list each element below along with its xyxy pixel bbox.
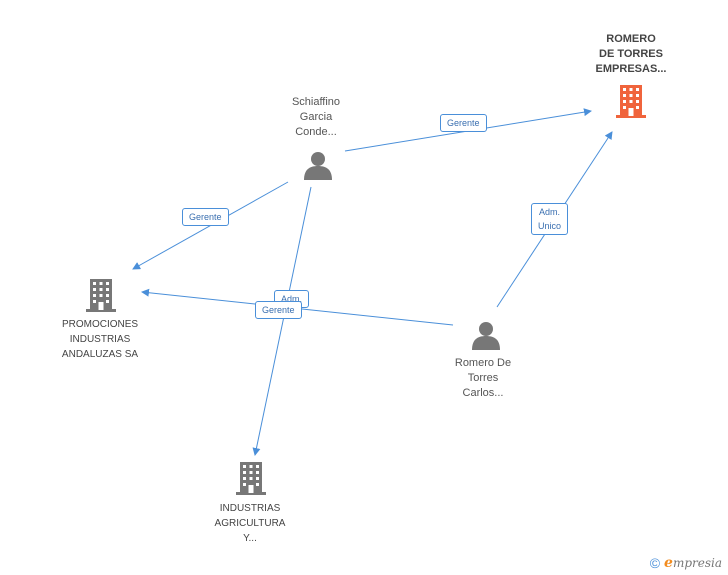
building-icon-promociones[interactable] [86,279,116,312]
edge-label-adm-unico-romero-empresas: Adm. Unico [531,203,569,235]
copyright-icon: © [649,555,661,571]
edge-label-gerente-romero-empresas: Gerente [440,114,487,132]
node-label-promociones[interactable]: PROMOCIONES INDUSTRIAS ANDALUZAS SA [61,319,139,360]
node-label-industrias[interactable]: INDUSTRIAS AGRICULTURA Y... [214,503,286,544]
node-label-romero-empresas[interactable]: ROMERO DE TORRES EMPRESAS... [595,33,667,75]
person-icon-schiaffino[interactable] [304,152,332,180]
building-icon-romero-empresas[interactable] [616,85,646,118]
edge-schiaffino-to-industrias [252,186,312,456]
edge-label-gerente-industrias: Gerente [255,301,302,319]
node-label-schiaffino[interactable]: Schiaffino Garcia Conde... [291,96,341,138]
empresia-logo: empresia [664,555,722,571]
footer-brand[interactable]: © empresia [650,555,722,571]
node-label-romero-carlos[interactable]: Romero De Torres Carlos... [454,357,512,399]
building-icon-industrias[interactable] [236,462,266,495]
person-icon-romero-carlos[interactable] [472,322,500,350]
edge-label-gerente-promociones: Gerente [182,208,229,226]
